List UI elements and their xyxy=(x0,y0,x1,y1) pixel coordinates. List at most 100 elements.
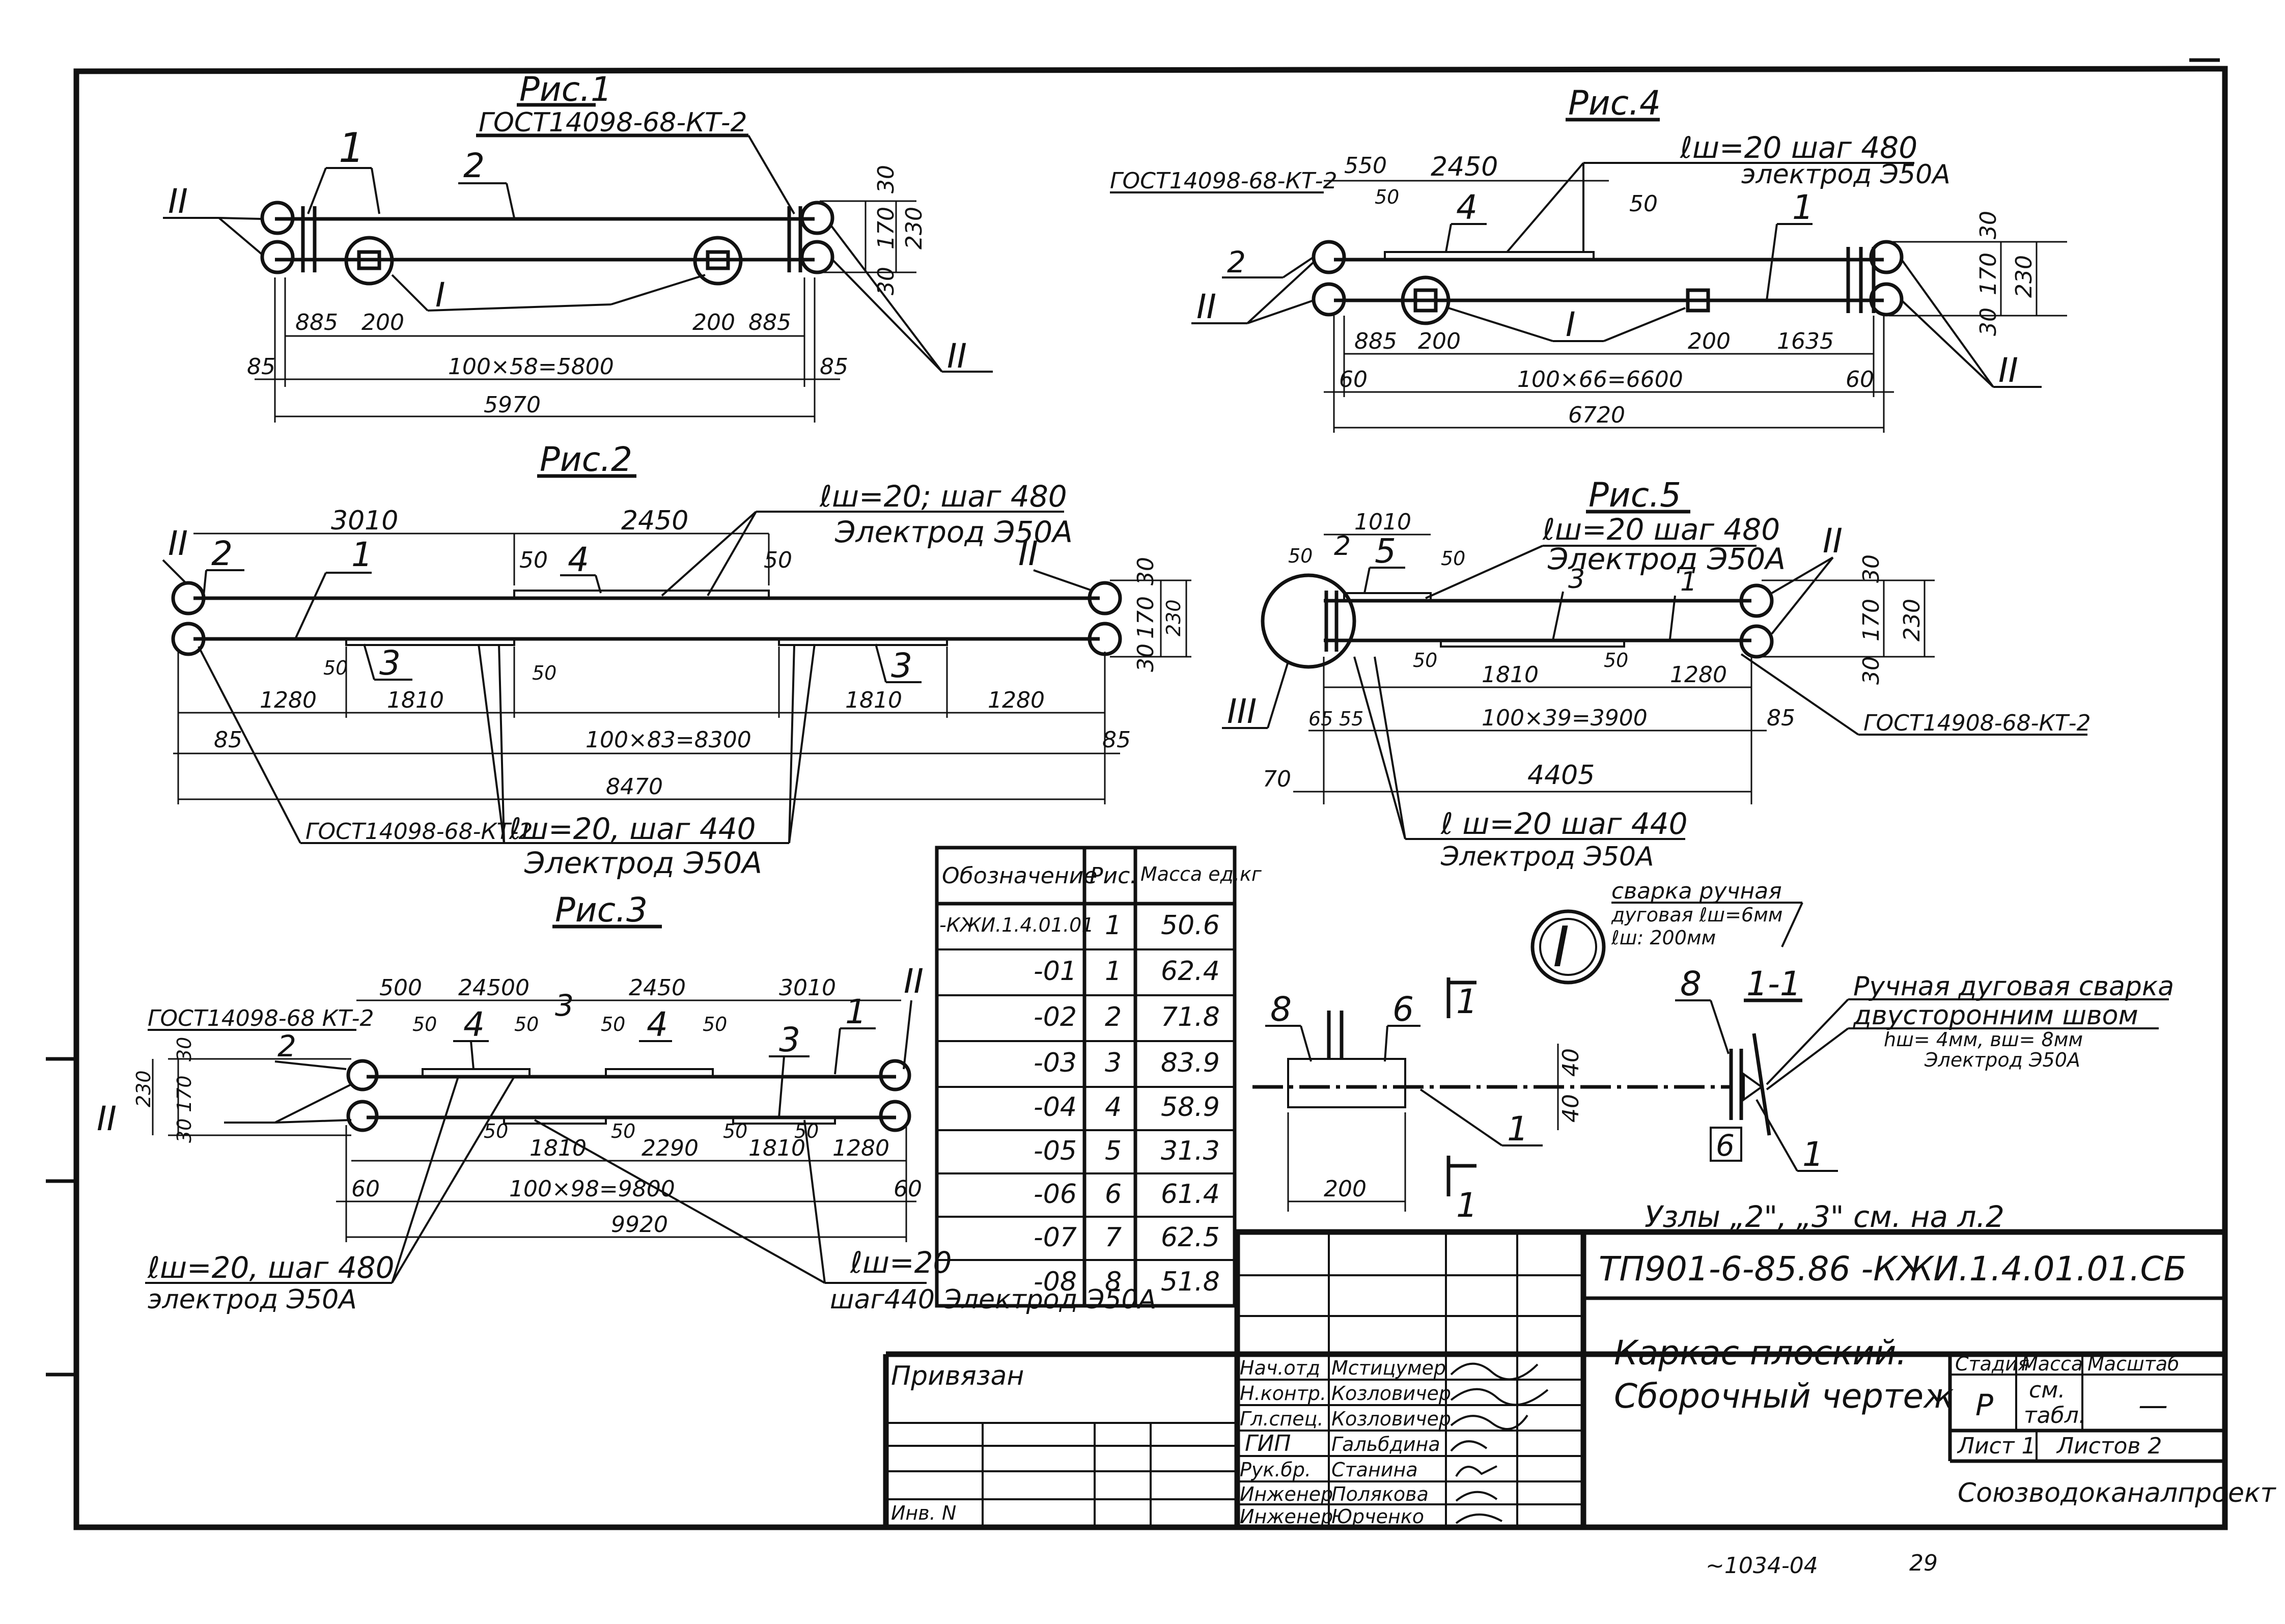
fig5-weld-note2: ℓ ш=20 шаг 440 xyxy=(1440,806,1688,841)
spec-cell-fig: 5 xyxy=(1105,1136,1122,1166)
fig1-d230: 230 xyxy=(901,207,927,249)
fig5-pos-5: 5 xyxy=(1375,531,1396,571)
fig3-d30-top: 30 xyxy=(173,1037,196,1061)
fig1-node-II-right: II xyxy=(947,337,967,376)
fig1-d200-l: 200 xyxy=(361,310,404,335)
fig2-d1810-l: 1810 xyxy=(387,687,444,713)
fig2-node-II-right: II xyxy=(1018,534,1038,573)
signature xyxy=(1450,1440,1488,1452)
section-pos-6: 6 xyxy=(1716,1128,1735,1163)
fig4-d2450: 2450 xyxy=(1431,152,1498,182)
fig4-d30-bot: 30 xyxy=(1975,307,2001,336)
title-line-2: Сборочный чертеж xyxy=(1614,1377,1954,1416)
fig5-d-total: 4405 xyxy=(1527,760,1595,791)
fig1-d85-r: 85 xyxy=(820,354,848,380)
fig3-d1810-r: 1810 xyxy=(748,1135,805,1161)
table-row: -01 1 62.4 xyxy=(1034,956,1220,987)
fig2-weld-note: ℓш=20; шаг 480 xyxy=(819,479,1067,514)
fig3-d30-bot: 30 xyxy=(173,1118,196,1143)
fig3-d50b: 50 xyxy=(514,1013,539,1035)
table-row: -02 2 71.8 xyxy=(1034,1002,1220,1032)
staff-name: Полякова xyxy=(1331,1483,1429,1505)
spec-header-mass: Масса ед.кг xyxy=(1140,863,1262,885)
staff-row: ГИП Гальбдина xyxy=(1245,1431,1488,1457)
fig5-weld-note: ℓш=20 шаг 480 xyxy=(1542,512,1780,547)
fig2-pos-3b: 3 xyxy=(891,646,912,685)
fig2-d2450: 2450 xyxy=(621,506,688,536)
section-pos-8: 8 xyxy=(1680,964,1702,1003)
spec-cell-designation: -КЖИ.1.4.01.01 xyxy=(939,914,1094,936)
staff-row: Н.контр. Козловичер xyxy=(1240,1382,1549,1406)
section-note-2: двусторонним швом xyxy=(1853,1000,2138,1031)
fig2-electrode: Электрод Э50А xyxy=(834,515,1073,549)
fig3-d-span: 100×98=9800 xyxy=(509,1176,675,1202)
fig3-gost: ГОСТ14098-68 КТ-2 xyxy=(148,1005,374,1031)
section-note-1: Ручная дуговая сварка xyxy=(1853,971,2174,1002)
staff-role: Гл.спец. xyxy=(1240,1408,1324,1430)
figure-3: Рис.3 ГОСТ14098-68 КТ-2 500 24500 2450 3… xyxy=(97,890,1156,1315)
table-row: -04 4 58.9 xyxy=(1034,1092,1220,1123)
fig4-d1635: 1635 xyxy=(1777,328,1834,354)
fig4-d230: 230 xyxy=(2011,255,2037,298)
fig2-d170: 170 xyxy=(1133,596,1159,639)
fig1-title: Рис.1 xyxy=(519,70,612,109)
figure-5: Рис.5 1010 ℓш=20 шаг 480 Электрод Э50А 5… xyxy=(1222,475,2091,872)
fig2-pos-1: 1 xyxy=(351,535,373,574)
detail-I-cut-top: 1 xyxy=(1456,982,1478,1021)
staff-role: Нач.отд xyxy=(1240,1357,1320,1379)
fig3-d170: 170 xyxy=(173,1075,196,1112)
section-note-3: hш= 4мм, вш= 8мм xyxy=(1884,1028,2083,1051)
fig2-pos-4: 4 xyxy=(568,540,589,579)
fig4-d550: 550 xyxy=(1344,153,1387,179)
fig4-d60-l: 60 xyxy=(1339,367,1368,393)
fig4-d50b: 50 xyxy=(1629,191,1658,217)
detail-I-cut-bottom: 1 xyxy=(1456,1186,1478,1225)
fig5-node-III: III xyxy=(1227,692,1257,731)
fig5-d55: 55 xyxy=(1339,708,1363,730)
fig5-d50a: 50 xyxy=(1288,545,1313,567)
staff-role: Инженер xyxy=(1240,1483,1333,1505)
fig5-pos-3: 3 xyxy=(1568,564,1585,595)
spec-cell-mass: 71.8 xyxy=(1161,1002,1220,1032)
fig1-gost: ГОСТ14098-68-КТ-2 xyxy=(479,107,747,138)
detail-I-weld-len: ℓш: 200мм xyxy=(1611,927,1716,949)
fig1-node-I: I xyxy=(435,275,445,315)
staff-role: Н.контр. xyxy=(1240,1382,1326,1405)
staff-row: Нач.отд Мстицумер xyxy=(1240,1357,1539,1381)
fig2-d-span: 100×83=8300 xyxy=(586,727,751,753)
figure-1: Рис.1 ГОСТ14098-68-КТ-2 1 2 I xyxy=(163,70,993,423)
fig4-d-span: 100×66=6600 xyxy=(1517,367,1683,393)
fig3-title: Рис.3 xyxy=(555,890,648,930)
spec-cell-mass: 31.3 xyxy=(1161,1136,1220,1166)
fig5-d30-bot: 30 xyxy=(1858,656,1884,685)
spec-cell-fig: 8 xyxy=(1105,1267,1122,1297)
fig2-d230: 230 xyxy=(1162,599,1185,636)
title-block: Привязан Инв. N Нач.отд Мстицумер Н.конт… xyxy=(883,1229,2276,1528)
spec-cell-fig: 6 xyxy=(1105,1179,1122,1210)
fig3-d50c: 50 xyxy=(601,1013,625,1035)
fig2-d50c: 50 xyxy=(323,657,348,679)
staff-name: Козловичер xyxy=(1331,1382,1451,1405)
fig3-electrode: электрод Э50А xyxy=(148,1284,357,1315)
spec-header-fig: Рис. xyxy=(1090,863,1137,889)
detail-I-d200: 200 xyxy=(1324,1176,1367,1202)
spec-cell-mass: 61.4 xyxy=(1161,1179,1220,1210)
spec-cell-designation: -03 xyxy=(1034,1048,1077,1078)
staff-name: Юрченко xyxy=(1331,1505,1424,1528)
fig3-d-total: 9920 xyxy=(611,1212,668,1238)
fig4-d50a: 50 xyxy=(1375,186,1399,208)
fig3-d3010: 3010 xyxy=(779,975,836,1001)
fig4-node-II-right: II xyxy=(1998,351,2018,390)
section-1-1: 8 1-1 6 1 Ручная дуговая сварка двусторо… xyxy=(1675,964,2174,1174)
spec-cell-fig: 7 xyxy=(1105,1222,1122,1253)
fig4-node-II-left: II xyxy=(1196,287,1216,326)
fig1-d30-top: 30 xyxy=(873,165,899,193)
fig3-d230: 230 xyxy=(132,1070,155,1107)
fig4-d60-r: 60 xyxy=(1846,367,1874,393)
sheet-label: Лист 1 xyxy=(1957,1433,2036,1459)
fig4-pos-1: 1 xyxy=(1792,188,1814,227)
fig4-d885: 885 xyxy=(1354,328,1397,354)
fig3-pos-4a: 4 xyxy=(463,1005,485,1044)
detail-I-pos-1: 1 xyxy=(1507,1109,1528,1149)
table-row: -06 6 61.4 xyxy=(1034,1179,1220,1210)
